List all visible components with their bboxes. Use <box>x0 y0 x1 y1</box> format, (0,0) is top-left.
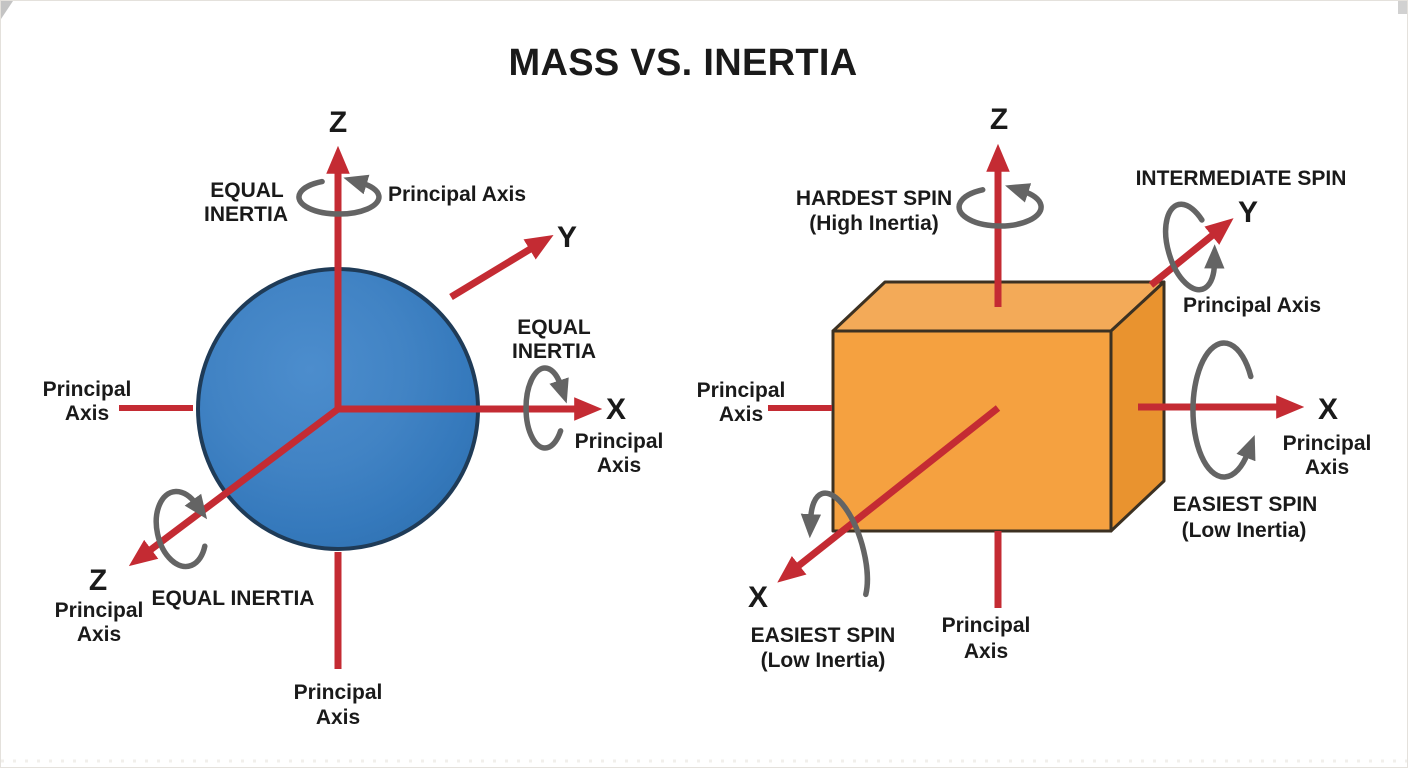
label-line2: (Low Inertia) <box>1182 519 1307 542</box>
label-line2: INERTIA <box>512 340 596 363</box>
box-x-diagonal-axis-line <box>777 405 1001 583</box>
sphere-equal-inertia-x-label: EQUAL INERTIA <box>512 316 596 363</box>
label-line2: Axis <box>964 640 1008 663</box>
rotation-arrow-y-icon <box>1162 201 1225 293</box>
sphere-diagram: Z EQUAL INERTIA Principal Axis Y EQUAL I… <box>43 106 664 729</box>
label-line2: (High Inertia) <box>809 212 939 235</box>
sphere-principal-axis-x-label: Principal Axis <box>575 430 664 477</box>
label-line1: EASIEST SPIN <box>751 624 896 647</box>
sphere-principal-axis-top-label: Principal Axis <box>388 183 526 206</box>
label-line2: Axis <box>65 402 109 425</box>
rotation-arrow-x-icon <box>523 365 569 451</box>
label-line2: Axis <box>719 403 763 426</box>
box-z-axis-label: Z <box>990 103 1008 136</box>
label-line1: Principal <box>55 599 144 622</box>
sphere-z-diagonal-axis-label: Z <box>89 564 107 597</box>
sphere-principal-axis-left-label: Principal Axis <box>43 378 132 425</box>
label-line1: Principal <box>294 681 383 704</box>
label-line2: Axis <box>597 454 641 477</box>
box-x-axis-label: X <box>1318 393 1338 426</box>
label-line2: (Low Inertia) <box>761 649 886 672</box>
sphere-equal-inertia-diag-label: EQUAL INERTIA <box>152 587 315 610</box>
label-line1: Principal <box>1283 432 1372 455</box>
box-y-axis-label: Y <box>1238 196 1258 229</box>
sphere-x-axis-label: X <box>606 393 626 426</box>
box-principal-axis-y-label: Principal Axis <box>1183 294 1321 317</box>
rotation-arrow-x-icon <box>1190 340 1256 480</box>
rotation-arrow-x-diagonal-icon <box>800 490 871 598</box>
sphere-equal-inertia-top-label: EQUAL INERTIA <box>204 179 288 226</box>
label-line1: EASIEST SPIN <box>1173 493 1318 516</box>
sphere-principal-axis-z-diag-label: Principal Axis <box>55 599 144 646</box>
sphere-z-axis-label: Z <box>329 106 347 139</box>
box-easiest-spin-diag-label: EASIEST SPIN (Low Inertia) <box>751 624 896 672</box>
box-y-axis-line <box>1148 218 1234 288</box>
sphere-y-axis-line <box>449 234 554 300</box>
page-title: MASS VS. INERTIA <box>509 42 858 84</box>
sphere-principal-axis-bottom-label: Principal Axis <box>294 681 383 729</box>
corner-artifact-left <box>1 1 13 19</box>
box-principal-axis-bottom-label: Principal Axis <box>942 614 1031 663</box>
label-line2: Axis <box>316 706 360 729</box>
rotation-arrow-z-icon <box>296 174 382 217</box>
box-diagram: HARDEST SPIN (High Inertia) Z INTERMEDIA… <box>697 103 1372 672</box>
corner-artifact-right <box>1398 1 1407 14</box>
rotation-arrow-z-icon <box>956 183 1044 229</box>
sphere-z-diagonal-axis-line <box>128 406 341 567</box>
box-easiest-spin-x-label: EASIEST SPIN (Low Inertia) <box>1173 493 1318 542</box>
label-line1: EQUAL <box>517 316 591 339</box>
label-line1: EQUAL <box>210 179 284 202</box>
box-hardest-spin-label: HARDEST SPIN (High Inertia) <box>796 187 952 235</box>
box-principal-axis-left-label: Principal Axis <box>697 379 786 426</box>
label-line1: Principal <box>697 379 786 402</box>
label-line1: Principal <box>942 614 1031 637</box>
sphere-y-axis-label: Y <box>557 221 577 254</box>
label-line2: Axis <box>1305 456 1349 479</box>
label-line1: Principal <box>575 430 664 453</box>
label-line2: INERTIA <box>204 203 288 226</box>
rotation-arrow-z-diagonal-icon <box>153 488 208 570</box>
box-x-diagonal-axis-label: X <box>748 581 768 614</box>
box-principal-axis-x-label: Principal Axis <box>1283 432 1372 479</box>
label-line2: Axis <box>77 623 121 646</box>
label-line1: Principal <box>43 378 132 401</box>
box-intermediate-spin-label: INTERMEDIATE SPIN <box>1136 167 1347 190</box>
label-line1: HARDEST SPIN <box>796 187 952 210</box>
